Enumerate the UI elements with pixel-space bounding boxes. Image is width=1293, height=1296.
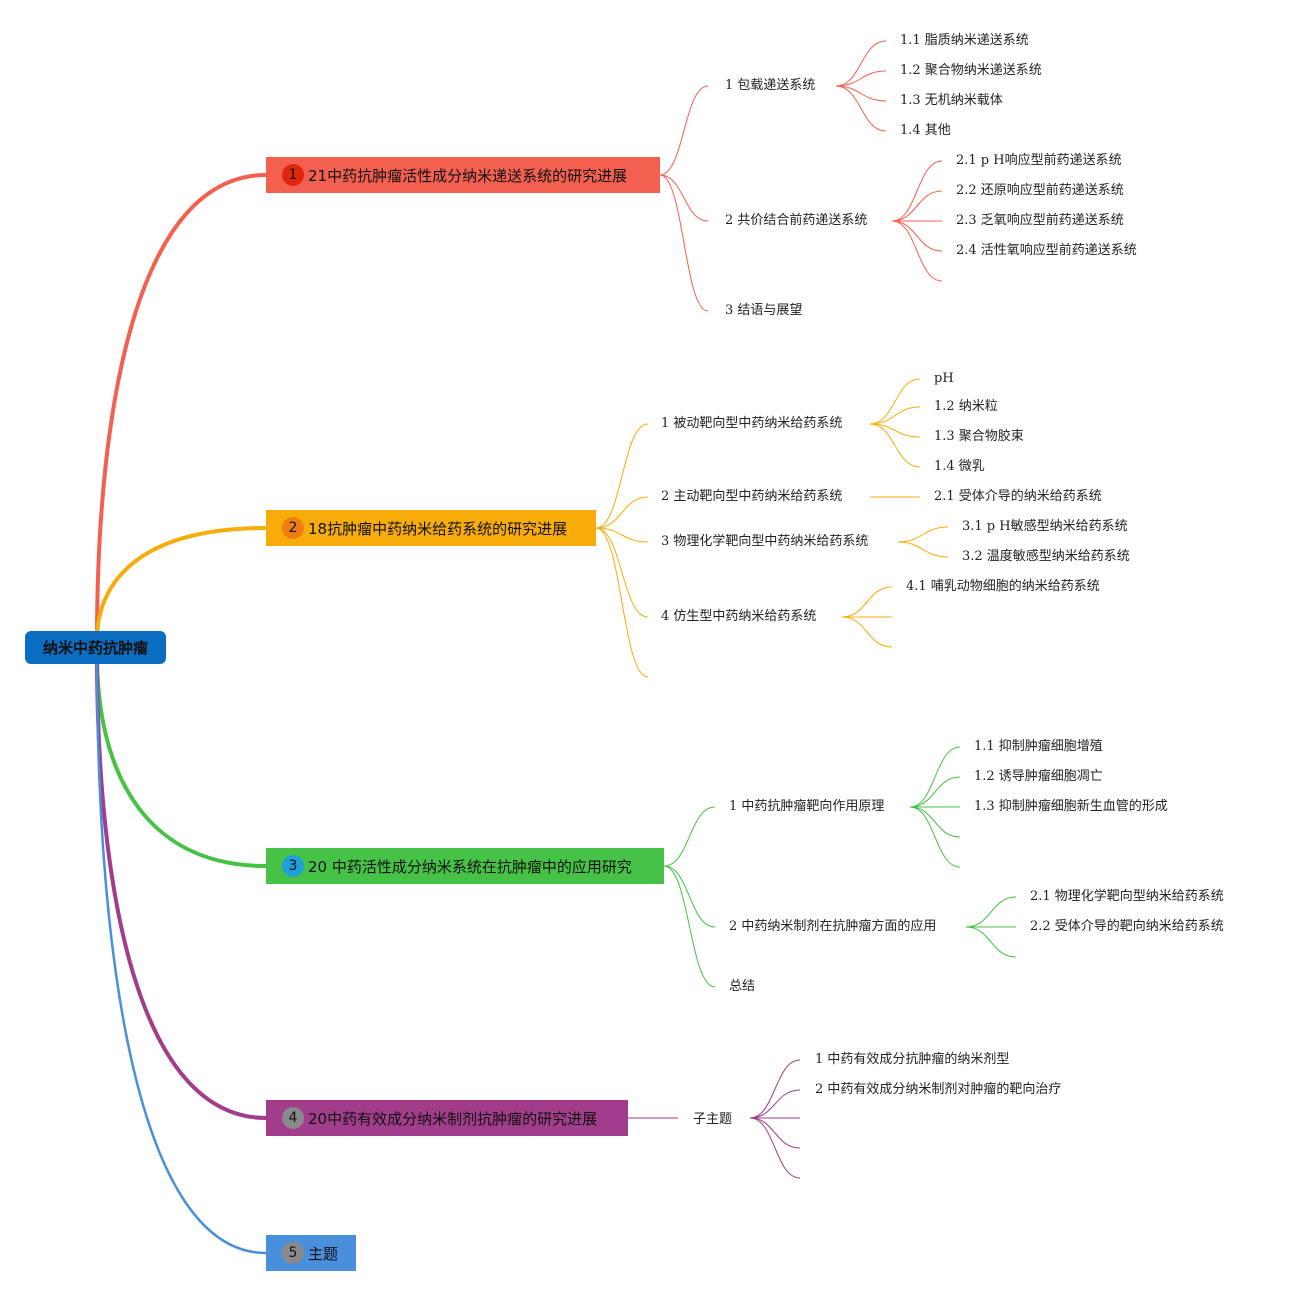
subtopic-leaf[interactable]: 1.3 抑制肿瘤细胞新生血管的形成 <box>974 799 1168 814</box>
subtopic-leaf[interactable]: 2.2 还原响应型前药递送系统 <box>956 183 1124 198</box>
subtopic-leaf[interactable]: 3.2 温度敏感型纳米给药系统 <box>962 549 1130 564</box>
subtopic-leaf[interactable]: 1.1 抑制肿瘤细胞增殖 <box>974 739 1103 754</box>
subtopic[interactable]: 1 包载递送系统 <box>725 78 816 93</box>
subtopic-leaf[interactable]: 2.1 物理化学靶向型纳米给药系统 <box>1030 889 1224 904</box>
leaf-connector <box>595 527 649 678</box>
leaf-connector <box>841 586 893 618</box>
leaf-connector <box>869 423 921 468</box>
subtopic[interactable]: 2 共价结合前药递送系统 <box>725 213 868 228</box>
subtopic[interactable]: 子主题 <box>693 1112 733 1127</box>
leaf-connector <box>891 160 943 222</box>
trunk-connector <box>95 657 267 1255</box>
leaf-connector <box>891 220 943 282</box>
branch-label: 18抗肿瘤中药纳米给药系统的研究进展 <box>308 519 568 538</box>
branch-number-badge: 2 <box>282 517 304 539</box>
branch-number-badge: 1 <box>282 164 304 186</box>
leaf-connector <box>891 220 943 252</box>
leaf-connector <box>663 865 716 928</box>
branch-label: 20 中药活性成分纳米系统在抗肿瘤中的应用研究 <box>308 857 632 876</box>
leaf-connector <box>749 1089 801 1119</box>
leaf-connector <box>663 865 716 988</box>
root-topic[interactable]: 纳米中药抗肿瘤 <box>25 631 166 664</box>
subtopic-leaf[interactable]: 2.4 活性氧响应型前药递送系统 <box>956 243 1137 258</box>
trunk-connector <box>95 173 267 641</box>
subtopic-leaf[interactable]: 2.1 受体介导的纳米给药系统 <box>934 489 1102 504</box>
subtopic-leaf[interactable]: 2.3 乏氧响应型前药递送系统 <box>956 213 1124 228</box>
leaf-connector <box>909 746 961 808</box>
subtopic[interactable]: 1 被动靶向型中药纳米给药系统 <box>661 416 843 431</box>
leaf-connector <box>595 527 649 618</box>
subtopic-leaf[interactable]: 4.1 哺乳动物细胞的纳米给药系统 <box>906 579 1100 594</box>
branch-label: 21中药抗肿瘤活性成分纳米递送系统的研究进展 <box>308 166 628 185</box>
subtopic[interactable]: 1 中药抗肿瘤靶向作用原理 <box>729 799 885 814</box>
leaf-connector <box>749 1059 801 1119</box>
branch-topic-5[interactable]: 5 主题 <box>266 1235 356 1271</box>
branch-label: 主题 <box>308 1244 339 1263</box>
leaf-connector <box>909 776 961 808</box>
leaf-connector <box>891 190 943 222</box>
leaf-connector <box>659 85 709 176</box>
leaf-connector <box>659 174 709 312</box>
subtopic[interactable]: 总结 <box>729 979 756 994</box>
trunk-connector <box>95 654 267 1120</box>
leaf-connector <box>909 806 961 868</box>
subtopic[interactable]: 3 结语与展望 <box>725 303 803 318</box>
subtopic-leaf[interactable]: 2 中药有效成分纳米制剂对肿瘤的靶向治疗 <box>815 1082 1062 1097</box>
trunk-connector <box>95 526 267 641</box>
leaf-connector <box>595 527 649 543</box>
subtopic-leaf[interactable]: pH <box>934 371 954 386</box>
subtopic-leaf[interactable]: 3.1 p H敏感型纳米给药系统 <box>962 519 1128 534</box>
leaf-connector <box>659 174 709 222</box>
subtopic-leaf[interactable]: 1.2 诱导肿瘤细胞凋亡 <box>974 769 1103 784</box>
branch-number-badge: 4 <box>282 1107 304 1129</box>
subtopic-leaf[interactable]: 1 中药有效成分抗肿瘤的纳米剂型 <box>815 1052 1010 1067</box>
leaf-connector <box>869 406 921 425</box>
subtopic-leaf[interactable]: 1.1 脂质纳米递送系统 <box>900 33 1029 48</box>
branch-topic-3[interactable]: 3 20 中药活性成分纳米系统在抗肿瘤中的应用研究 <box>266 848 664 884</box>
subtopic-leaf[interactable]: 1.3 无机纳米载体 <box>900 93 1003 108</box>
subtopic-leaf[interactable]: 2.1 p H响应型前药递送系统 <box>956 153 1122 168</box>
leaf-connector <box>897 526 949 543</box>
leaf-connector <box>749 1117 801 1149</box>
subtopic[interactable]: 2 主动靶向型中药纳米给药系统 <box>661 489 843 504</box>
subtopic-leaf[interactable]: 1.3 聚合物胶束 <box>934 429 1024 444</box>
leaf-connector <box>835 85 887 102</box>
leaf-connector <box>841 616 893 648</box>
leaf-connector <box>909 806 961 838</box>
leaf-connector <box>835 85 887 132</box>
branch-topic-4[interactable]: 4 20中药有效成分纳米制剂抗肿瘤的研究进展 <box>266 1100 628 1136</box>
branch-topic-1[interactable]: 1 21中药抗肿瘤活性成分纳米递送系统的研究进展 <box>266 157 660 193</box>
leaf-connector <box>869 378 921 425</box>
leaf-connector <box>663 806 716 867</box>
leaf-connector <box>595 423 649 529</box>
subtopic[interactable]: 4 仿生型中药纳米给药系统 <box>661 609 817 624</box>
branch-topic-2[interactable]: 2 18抗肿瘤中药纳米给药系统的研究进展 <box>266 510 596 546</box>
leaf-connector <box>965 926 1017 958</box>
trunk-connector <box>95 654 267 868</box>
branch-number-badge: 5 <box>282 1242 304 1264</box>
leaf-connector <box>897 541 949 558</box>
subtopic-leaf[interactable]: 1.2 纳米粒 <box>934 399 998 414</box>
leaf-connector <box>595 496 649 529</box>
leaf-connector <box>749 1117 801 1179</box>
subtopic[interactable]: 2 中药纳米制剂在抗肿瘤方面的应用 <box>729 919 937 934</box>
leaf-connector <box>965 896 1017 928</box>
subtopic[interactable]: 3 物理化学靶向型中药纳米给药系统 <box>661 534 869 549</box>
branch-label: 20中药有效成分纳米制剂抗肿瘤的研究进展 <box>308 1109 598 1128</box>
subtopic-leaf[interactable]: 1.4 其他 <box>900 123 951 138</box>
subtopic-leaf[interactable]: 1.4 微乳 <box>934 459 985 474</box>
leaf-connector <box>835 40 887 87</box>
subtopic-leaf[interactable]: 2.2 受体介导的靶向纳米给药系统 <box>1030 919 1224 934</box>
branch-number-badge: 3 <box>282 855 304 877</box>
leaf-connector <box>835 70 887 87</box>
subtopic-leaf[interactable]: 1.2 聚合物纳米递送系统 <box>900 63 1042 78</box>
